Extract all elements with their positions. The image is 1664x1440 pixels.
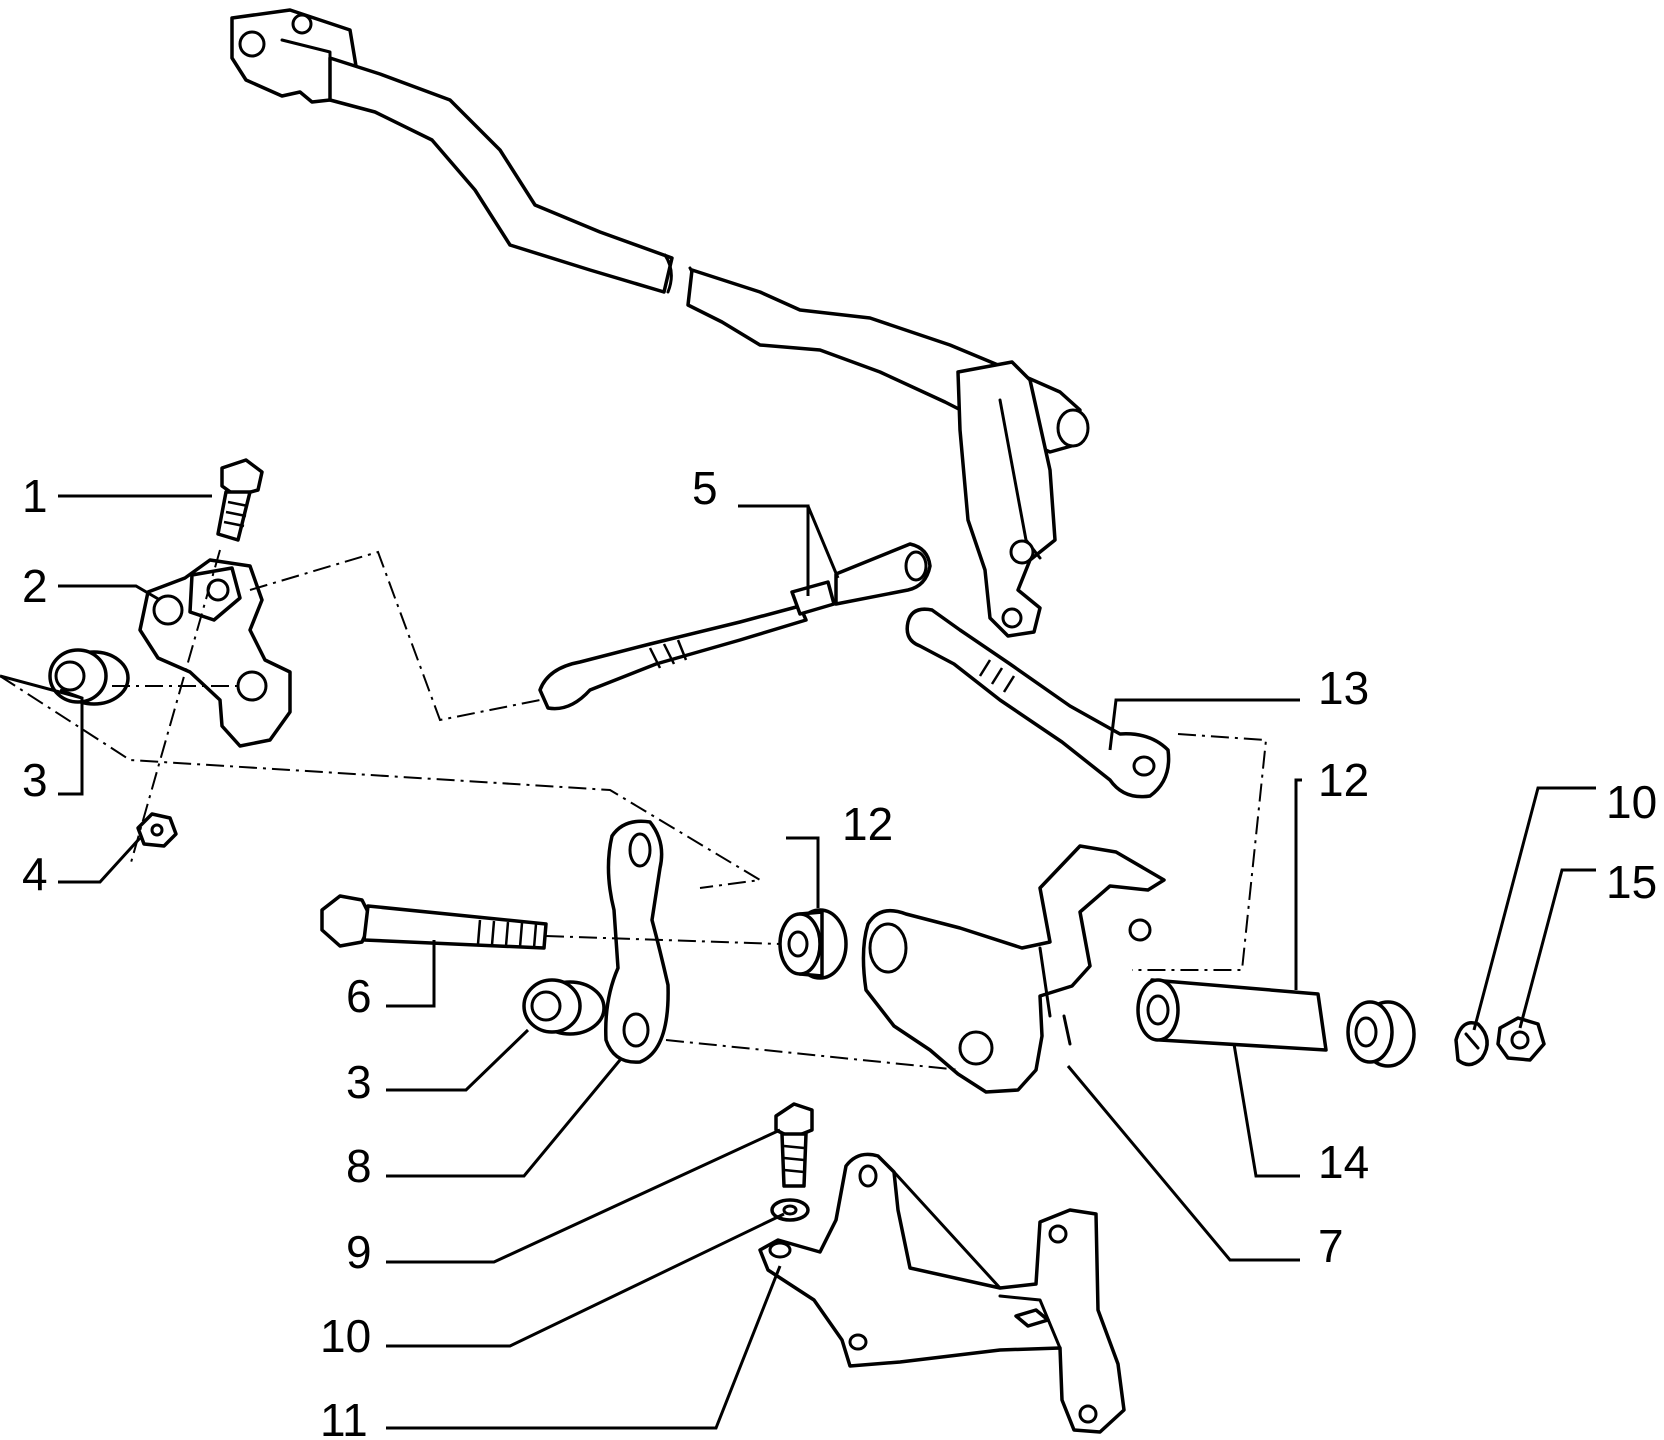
callout-1: 1 [22,470,48,522]
part-14-tube [1136,978,1328,1052]
callout-15: 15 [1606,856,1657,908]
part-5-link-rod [538,542,932,711]
callout-6: 6 [346,970,372,1022]
callout-2: 2 [22,560,48,612]
part-13-rod-end [905,607,1171,799]
callout-10-lower: 10 [320,1310,371,1362]
part-15-nut [1496,1016,1546,1062]
part-4-nut [136,812,178,848]
part-3-bushing-b [522,978,606,1036]
callout-12-right: 12 [1318,754,1369,806]
part-1-bolt [216,458,264,542]
callout-9: 9 [346,1226,372,1278]
part-10-washer-right [1454,1021,1489,1067]
callout-12-left: 12 [842,798,893,850]
part-11-bracket [758,1152,1126,1434]
shift-rod [230,8,1090,638]
assembly-axes [0,549,1268,1071]
callout-11: 11 [320,1394,368,1440]
part-7-lever-body [861,844,1166,1094]
part-9-bolt [774,1102,814,1188]
leader-lines [0,494,1596,1430]
callout-5: 5 [692,462,718,514]
callout-3-lower: 3 [346,1056,372,1108]
callout-3-upper: 3 [22,754,48,806]
callout-4: 4 [22,848,48,900]
part-6-long-bolt [320,894,548,950]
part-2-lever [138,558,292,748]
callout-7: 7 [1318,1220,1344,1272]
callout-labels: 1 2 3 4 5 6 3 8 9 10 11 12 13 12 10 15 1… [22,462,1657,1440]
part-12-bushing-b [1346,1000,1416,1068]
callout-13: 13 [1318,662,1369,714]
part-12-bushing-a [778,908,848,980]
callout-14: 14 [1318,1136,1369,1188]
callout-10-right: 10 [1606,776,1657,828]
part-8-link-plate [604,819,670,1064]
part-3-bushing-a [48,648,130,706]
callout-8: 8 [346,1140,372,1192]
